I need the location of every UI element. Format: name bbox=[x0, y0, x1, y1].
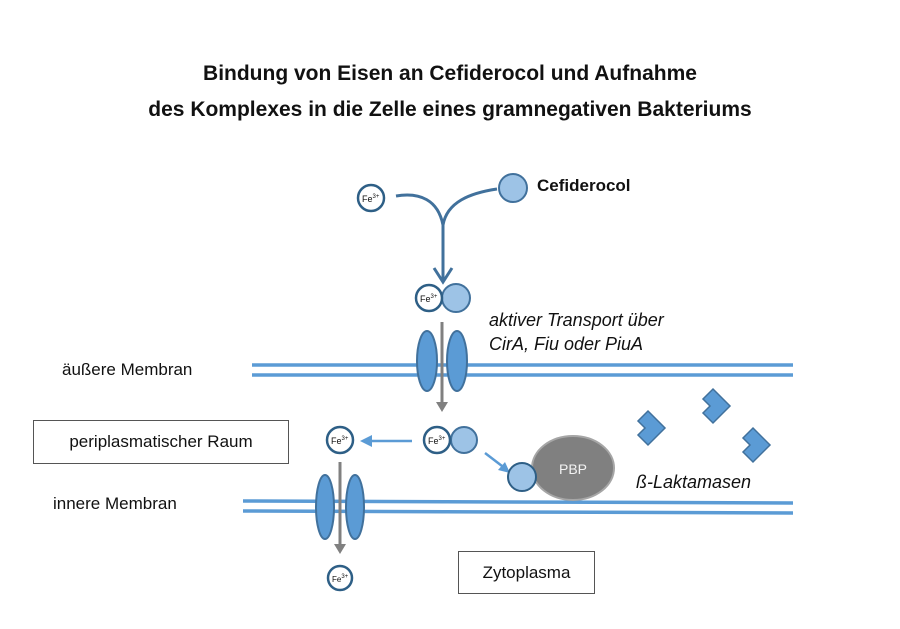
beta-lactamase-1 bbox=[636, 409, 667, 447]
outer-membrane-transporter bbox=[416, 322, 468, 412]
pbp-label: PBP bbox=[559, 461, 587, 477]
iron-release-arrow-head bbox=[360, 435, 372, 447]
cefiderocol-molecule bbox=[498, 173, 528, 203]
beta-lactamase-label: ß-Laktamasen bbox=[636, 472, 752, 492]
iron-ion-periplasm: Fe3+ bbox=[325, 425, 355, 455]
outer-membrane bbox=[252, 363, 793, 377]
pbp-binding-arrow bbox=[484, 452, 503, 467]
iron-pathway-curve bbox=[395, 193, 445, 226]
iron-cefiderocol-complex-outer: Fe3+ bbox=[414, 283, 471, 313]
iron-ion-free: Fe3+ bbox=[356, 183, 386, 213]
inner-membrane-label: innere Membran bbox=[53, 494, 177, 513]
svg-text:Fe3+: Fe3+ bbox=[331, 436, 349, 446]
cytoplasm-label: Zytoplasma bbox=[482, 562, 571, 582]
svg-text:Fe3+: Fe3+ bbox=[362, 194, 380, 204]
periplasm-label-box: periplasmatischer Raum bbox=[33, 420, 289, 464]
iron-cefiderocol-complex-periplasm: Fe3+ bbox=[422, 425, 478, 455]
transport-arrow-inner-head bbox=[334, 544, 346, 554]
beta-lactamase-2 bbox=[701, 387, 732, 425]
pbp-binding-arrow-head bbox=[498, 462, 510, 473]
cytoplasm-label-box: Zytoplasma bbox=[458, 551, 595, 594]
svg-text:Fe3+: Fe3+ bbox=[420, 294, 438, 304]
title-line-1: Bindung von Eisen an Cefiderocol und Auf… bbox=[203, 62, 697, 85]
outer-membrane-label: äußere Membran bbox=[62, 360, 193, 379]
inner-membrane-transporter bbox=[315, 462, 365, 554]
transport-label-line-1: aktiver Transport über bbox=[489, 310, 664, 330]
cefiderocol-bound-pbp bbox=[507, 462, 537, 492]
inner-transporter-subunit-right bbox=[345, 474, 365, 540]
inner-transporter-subunit-left bbox=[315, 474, 335, 540]
merge-arrow-head bbox=[432, 267, 454, 285]
transport-arrow-outer-head bbox=[436, 402, 448, 412]
iron-ion-cytoplasm: Fe3+ bbox=[326, 564, 354, 592]
cefiderocol-pathway-curve bbox=[441, 187, 498, 226]
cefiderocol-label: Cefiderocol bbox=[537, 176, 631, 195]
penicillin-binding-protein: PBP bbox=[531, 435, 615, 501]
beta-lactamase-group bbox=[636, 387, 772, 464]
svg-text:Fe3+: Fe3+ bbox=[332, 574, 349, 584]
transporter-subunit-left bbox=[416, 330, 438, 392]
transport-label-line-2: CirA, Fiu oder PiuA bbox=[489, 334, 644, 354]
svg-text:Fe3+: Fe3+ bbox=[428, 436, 446, 446]
periplasm-label: periplasmatischer Raum bbox=[69, 432, 253, 451]
transporter-subunit-right bbox=[446, 330, 468, 392]
beta-lactamase-3 bbox=[741, 426, 772, 464]
title-line-2: des Komplexes in die Zelle eines gramneg… bbox=[148, 98, 752, 121]
